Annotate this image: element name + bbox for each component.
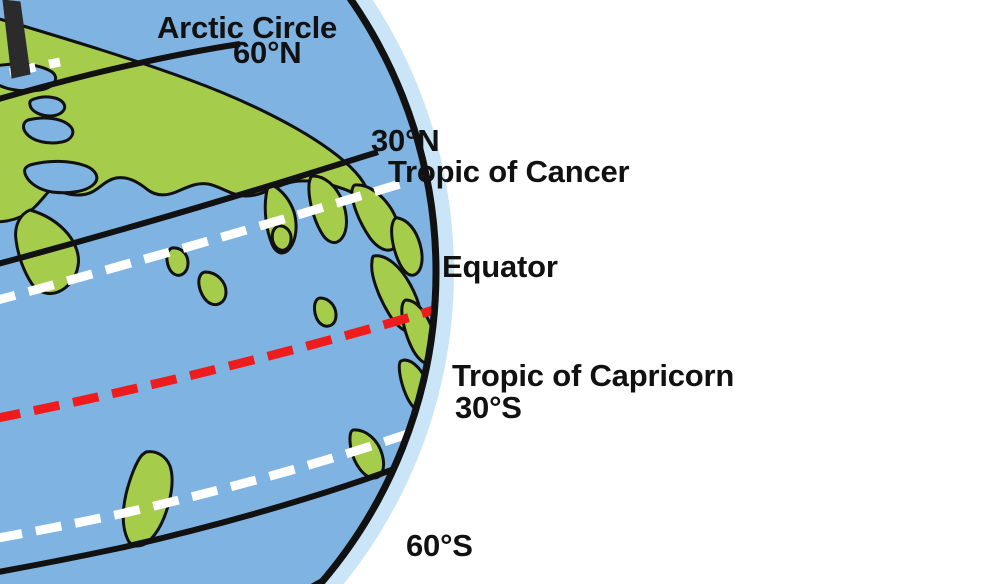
label-30s: 30°S [455, 390, 522, 425]
latitude-lines [0, 41, 436, 584]
label-tropic-of-capricorn: Tropic of Capricorn [452, 358, 735, 393]
land-island-b [350, 183, 401, 252]
land-islet-3 [197, 270, 228, 307]
label-60n: 60°N [233, 35, 302, 70]
land-islet-2 [165, 246, 190, 277]
land-islet-1 [270, 224, 293, 252]
water-lake-north-a [22, 116, 75, 145]
line-30s [0, 449, 436, 584]
land-islet-4 [313, 296, 338, 328]
earth-axis-rod [2, 0, 31, 79]
line-30n [0, 149, 379, 355]
water-inlet-persian-gulf [23, 159, 99, 195]
label-tropic-of-cancer: Tropic of Cancer [388, 154, 630, 189]
line-tropic-of-cancer [0, 179, 402, 391]
label-60s: 60°S [406, 528, 473, 563]
land-island-c [390, 216, 424, 277]
land-eurasia [0, 0, 370, 274]
line-tropic-of-capricorn [0, 419, 436, 584]
water-lake-north-b [28, 95, 67, 118]
land-island-a [307, 174, 348, 245]
label-arctic-circle: Arctic Circle [157, 10, 338, 45]
label-30n: 30°N [371, 123, 440, 158]
globe-outline [315, 0, 440, 584]
line-60n [0, 41, 241, 215]
label-equator: Equator [442, 249, 558, 284]
landmasses [0, 0, 436, 548]
line-equator [0, 303, 436, 485]
